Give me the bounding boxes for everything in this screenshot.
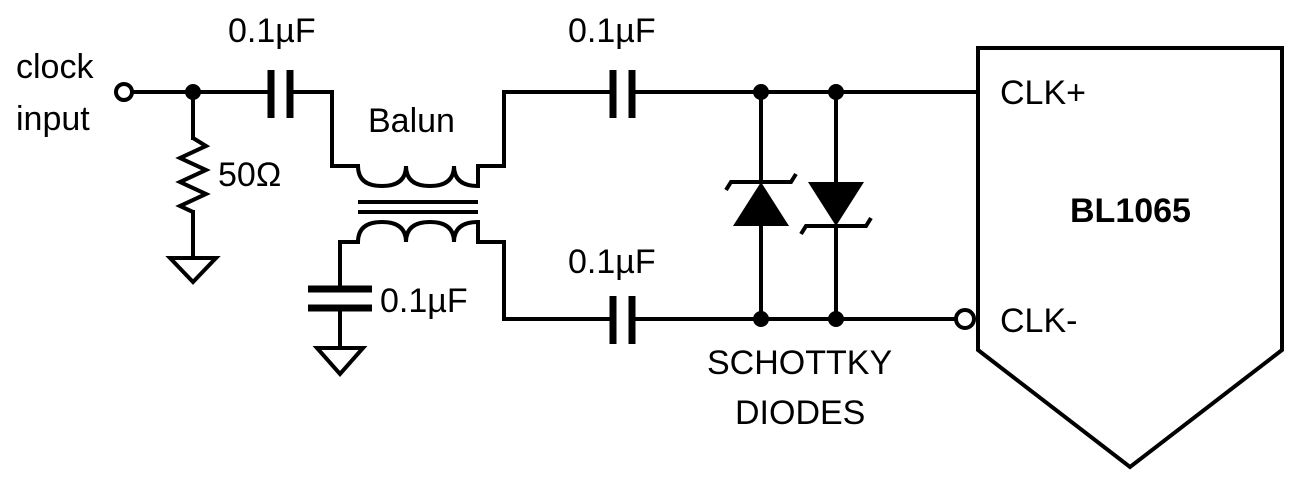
capacitor-balun-ground (308, 285, 372, 378)
balun-transformer (330, 90, 614, 321)
diodes-label-line1: SCHOTTKY (707, 344, 892, 382)
clock-input-terminal (114, 82, 134, 102)
schottky-diode-2 (799, 90, 873, 321)
cap-top-label: 0.1µF (568, 12, 656, 50)
capacitor-bottom (609, 296, 958, 344)
balun-label: Balun (368, 102, 455, 140)
diodes-label-line2: DIODES (735, 394, 865, 432)
cap-bottom-label: 0.1µF (568, 243, 656, 281)
clk-minus-bubble (954, 308, 976, 330)
cap-input-label: 0.1µF (228, 12, 316, 50)
chip-label: BL1065 (1070, 192, 1191, 230)
resistor-label: 50Ω (218, 156, 281, 194)
clock-input-label-line2: input (16, 100, 90, 138)
capacitor-top (609, 70, 980, 118)
chip-outline (976, 46, 1284, 470)
clock-input-label-line1: clock (16, 48, 94, 86)
clk-minus-label: CLK- (1000, 302, 1077, 340)
clk-plus-label: CLK+ (1000, 74, 1086, 112)
capacitor-input (267, 70, 334, 118)
resistor-50-ohm (165, 90, 221, 285)
schottky-diode-1 (724, 90, 798, 321)
cap-balun-ground-label: 0.1µF (380, 282, 468, 320)
